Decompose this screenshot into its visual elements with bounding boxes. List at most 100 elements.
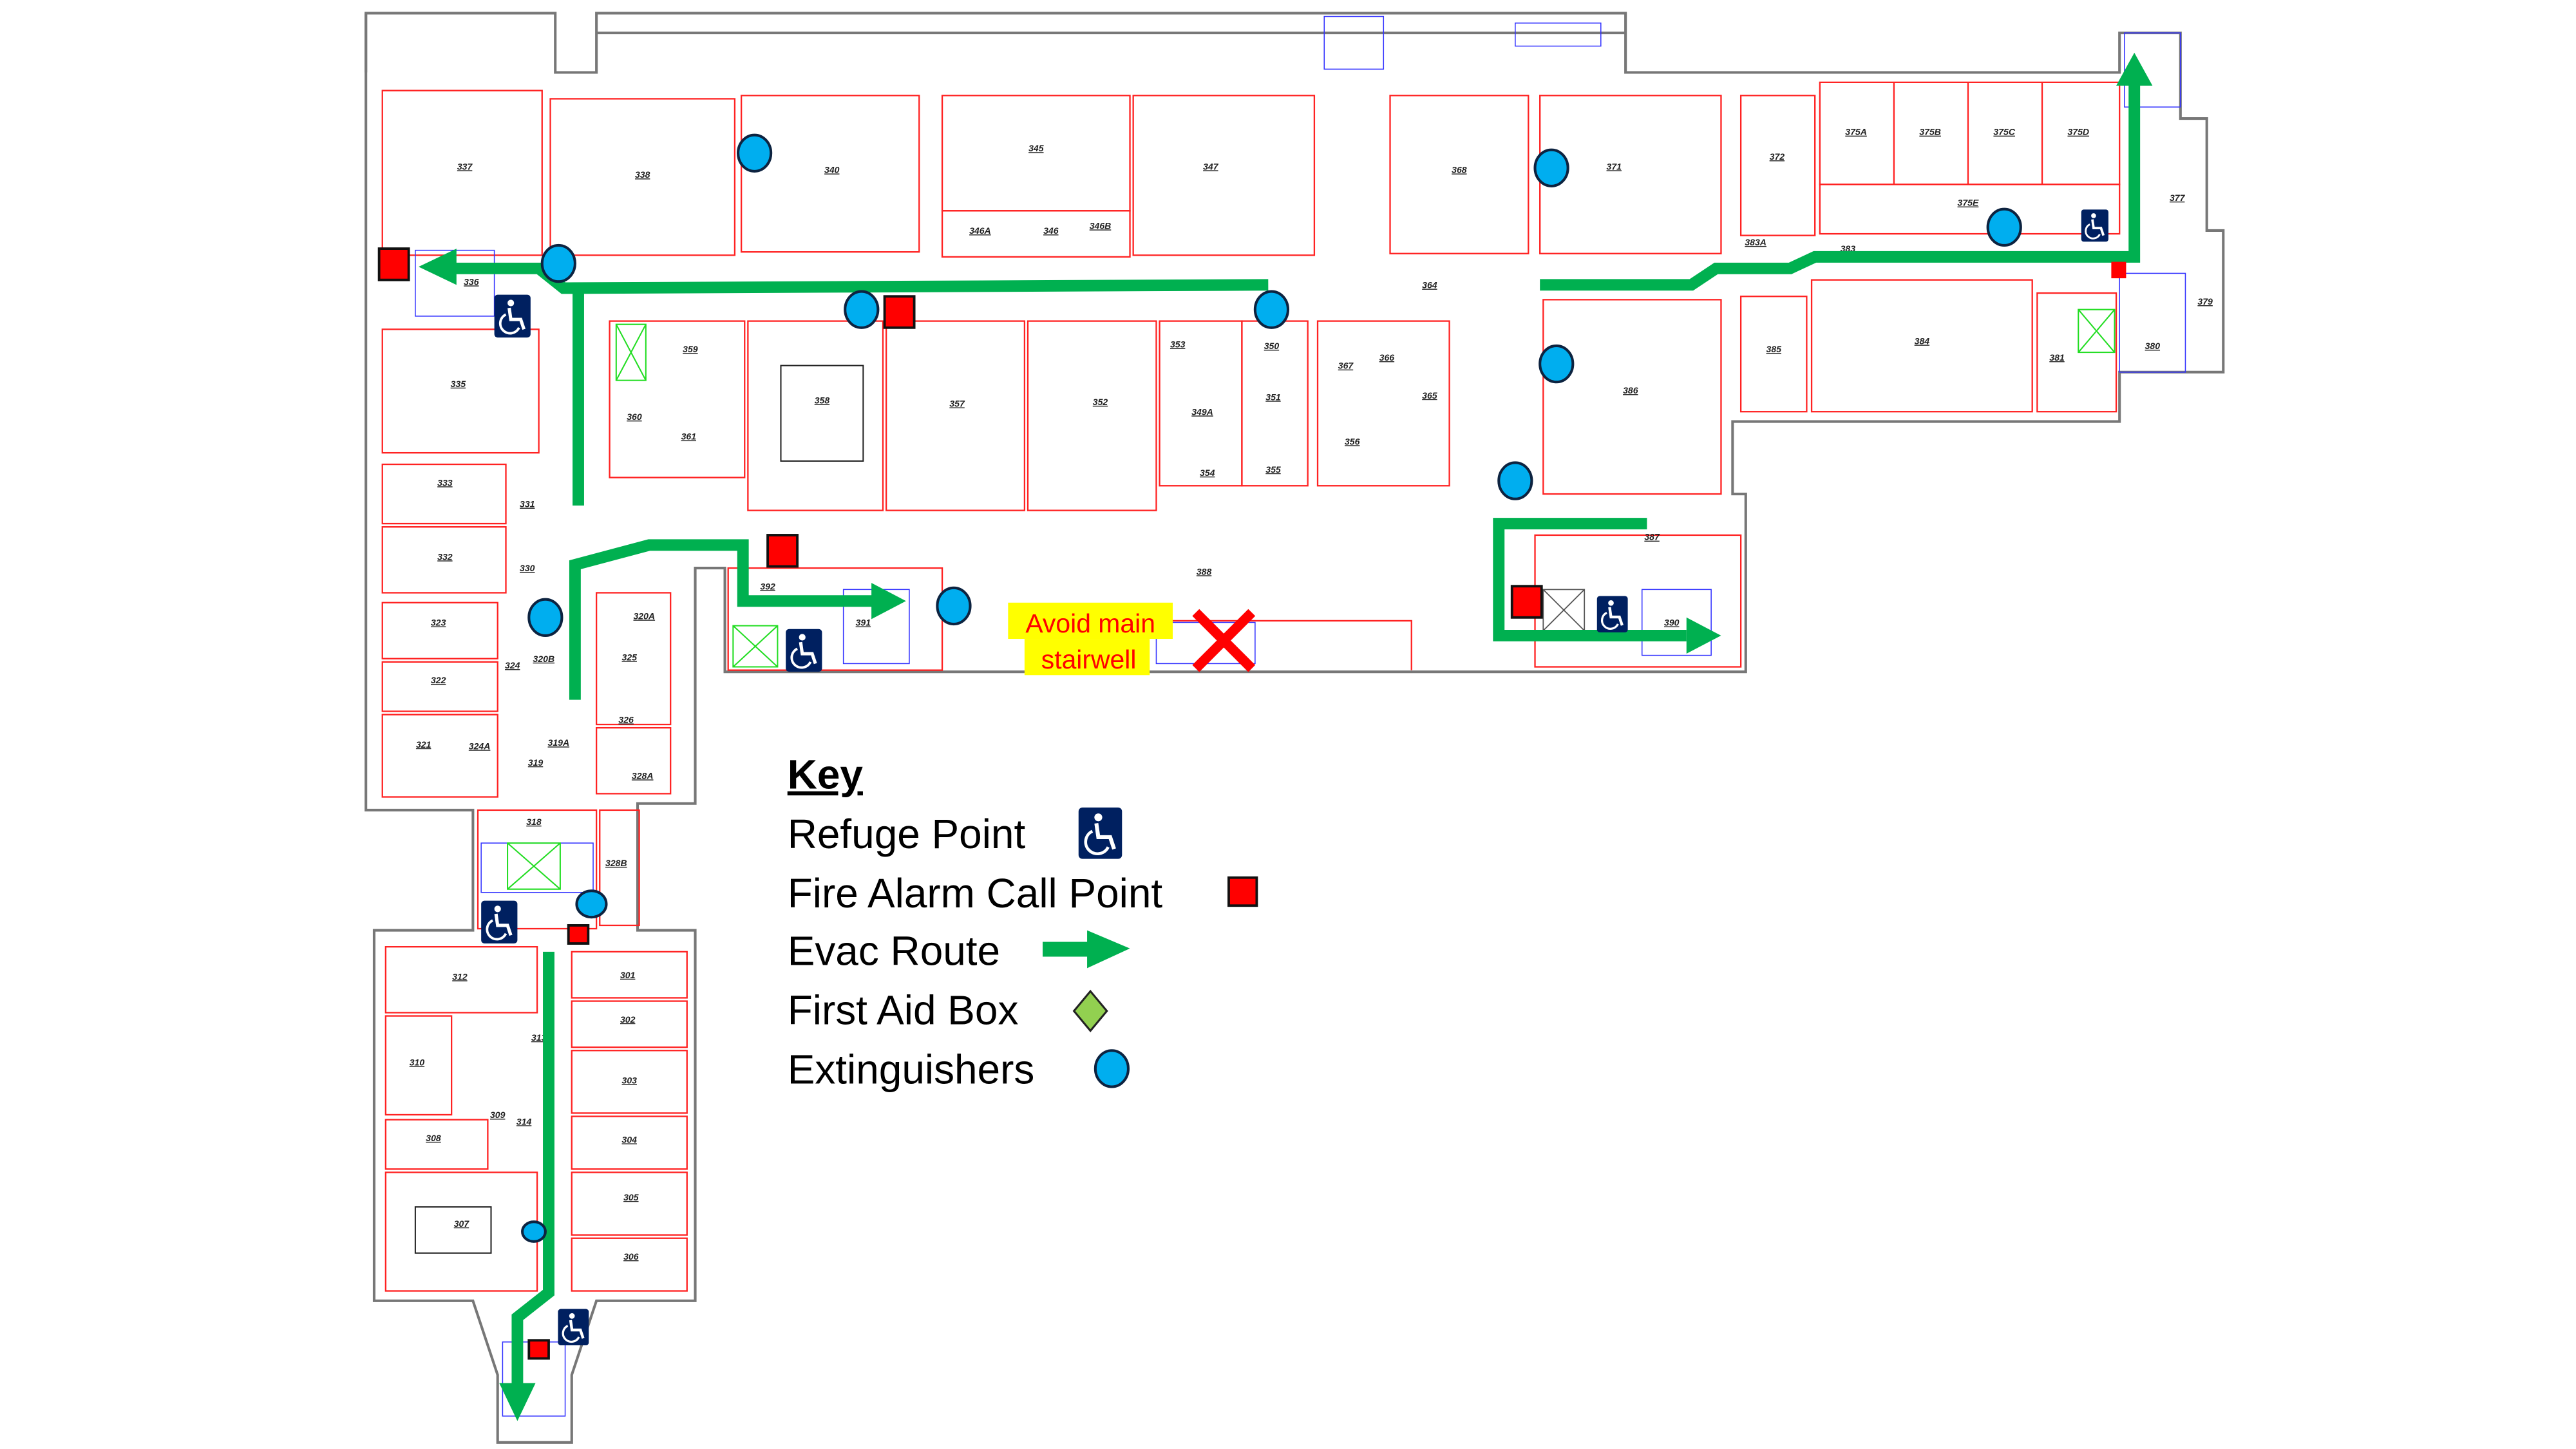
room-label: 375B xyxy=(1919,127,1941,137)
room-label: 352 xyxy=(1093,397,1108,407)
room-label: 319A xyxy=(548,737,570,748)
call-point-icon xyxy=(1510,585,1543,619)
legend-label-call-point: Fire Alarm Call Point xyxy=(788,870,1163,916)
room-label: 328A xyxy=(632,770,654,781)
room-label: 391 xyxy=(856,618,871,628)
room-label: 372 xyxy=(1770,151,1785,162)
room-label: 350 xyxy=(1264,341,1280,351)
extinguisher-icon xyxy=(936,586,972,626)
legend-title: Key xyxy=(788,752,864,798)
room-label: 377 xyxy=(2170,193,2186,203)
room-label: 383A xyxy=(1745,237,1766,247)
room-label: 338 xyxy=(635,169,650,180)
extinguisher-icon xyxy=(1986,207,2022,247)
room-label: 310 xyxy=(410,1057,425,1067)
room-label: 346B xyxy=(1090,220,1112,231)
room-label: 318 xyxy=(526,817,542,827)
legend-label-extinguishers: Extinguishers xyxy=(788,1046,1035,1092)
extinguisher-icon xyxy=(844,290,880,329)
room-label: 305 xyxy=(623,1192,639,1202)
evac-routes xyxy=(419,52,2153,1421)
legend-label-evac: Evac Route xyxy=(788,927,1000,974)
room-label: 337 xyxy=(457,161,473,171)
room-label: 306 xyxy=(623,1251,639,1262)
call-point-icon xyxy=(766,534,799,568)
room-label: 358 xyxy=(815,395,830,405)
room-label: 320A xyxy=(633,611,655,621)
room-label: 346A xyxy=(969,225,991,236)
room-label: 324A xyxy=(469,741,491,751)
room-label: 384 xyxy=(1915,336,1930,346)
call-point-icon xyxy=(527,1339,550,1360)
room-label: 309 xyxy=(490,1110,506,1120)
wheelchair-icon xyxy=(1079,808,1122,859)
blue-circle-icon xyxy=(1094,1049,1130,1088)
room-label: 320B xyxy=(533,654,555,664)
legend-label-refuge: Refuge Point xyxy=(788,811,1026,857)
room-label: 319 xyxy=(528,757,544,768)
room-label: 349A xyxy=(1191,406,1213,417)
evac-route-stair-391 xyxy=(569,539,873,700)
room-label: 375E xyxy=(1958,198,1979,208)
avoid-stairwell-warning: Avoid main stairwell xyxy=(1008,602,1256,676)
extinguisher-icon xyxy=(1253,290,1290,329)
warning-line-1: Avoid main xyxy=(1025,609,1155,638)
refuge-point-icon xyxy=(481,901,517,943)
call-point-icon xyxy=(567,924,590,945)
room-label: 308 xyxy=(426,1133,441,1143)
room-label: 326 xyxy=(618,714,634,724)
room-label: 314 xyxy=(516,1116,532,1126)
room-label: 321 xyxy=(416,739,431,750)
room-labels: 337 338 340 345 347 346A 346 346B 368 37… xyxy=(410,127,2213,1262)
room-label: 375A xyxy=(1845,127,1867,137)
extinguisher-icon xyxy=(527,598,564,637)
room-label: 388 xyxy=(1197,566,1212,576)
arrow-head-icon xyxy=(499,1383,536,1421)
call-point-icon xyxy=(377,247,410,281)
evac-route-south-wing xyxy=(511,951,554,1387)
arrow-head-icon xyxy=(419,249,457,285)
room-label: 333 xyxy=(437,477,453,488)
room-label: 375C xyxy=(1993,127,2015,137)
room-label: 322 xyxy=(431,675,446,685)
warning-line-2: stairwell xyxy=(1041,645,1137,674)
extinguisher-icon xyxy=(521,1220,547,1243)
red-square-icon xyxy=(1227,876,1258,907)
arrow-head-icon xyxy=(1686,617,1721,654)
room-label: 323 xyxy=(431,618,446,628)
room-label: 387 xyxy=(1644,532,1660,542)
room-label: 325 xyxy=(622,652,638,662)
room-label: 302 xyxy=(620,1014,636,1025)
red-x-icon xyxy=(1192,609,1256,672)
room-label: 359 xyxy=(683,344,698,354)
room-label: 330 xyxy=(520,563,535,573)
room-label: 366 xyxy=(1379,352,1395,363)
room-label: 351 xyxy=(1265,392,1281,402)
room-label: 371 xyxy=(1607,161,1622,171)
room-label: 307 xyxy=(454,1218,470,1229)
room-label: 368 xyxy=(1452,164,1467,175)
extinguishers xyxy=(521,133,2022,1243)
refuge-point-icon xyxy=(2079,208,2110,243)
room-label: 357 xyxy=(949,399,965,409)
room-label: 381 xyxy=(2049,352,2065,363)
room-label: 340 xyxy=(824,164,840,175)
room-label: 386 xyxy=(1623,385,1638,395)
evac-route-stair-390 xyxy=(1493,518,1687,641)
room-label: 361 xyxy=(681,431,697,442)
room-label: 390 xyxy=(1664,618,1680,628)
extinguisher-icon xyxy=(575,889,608,919)
room-label: 365 xyxy=(1422,390,1437,401)
arrow-head-icon xyxy=(871,583,906,620)
room-label: 331 xyxy=(520,499,535,509)
room-label: 375D xyxy=(2067,127,2089,137)
legend-label-first-aid: First Aid Box xyxy=(788,987,1019,1033)
room-label: 380 xyxy=(2145,341,2161,351)
room-label: 346 xyxy=(1043,225,1059,236)
room-label: 328B xyxy=(605,858,627,868)
room-label: 332 xyxy=(437,551,453,562)
extinguisher-icon xyxy=(1533,148,1569,187)
room-label: 347 xyxy=(1203,161,1219,171)
refuge-point-icon xyxy=(495,295,531,337)
room-label: 379 xyxy=(2197,296,2213,307)
